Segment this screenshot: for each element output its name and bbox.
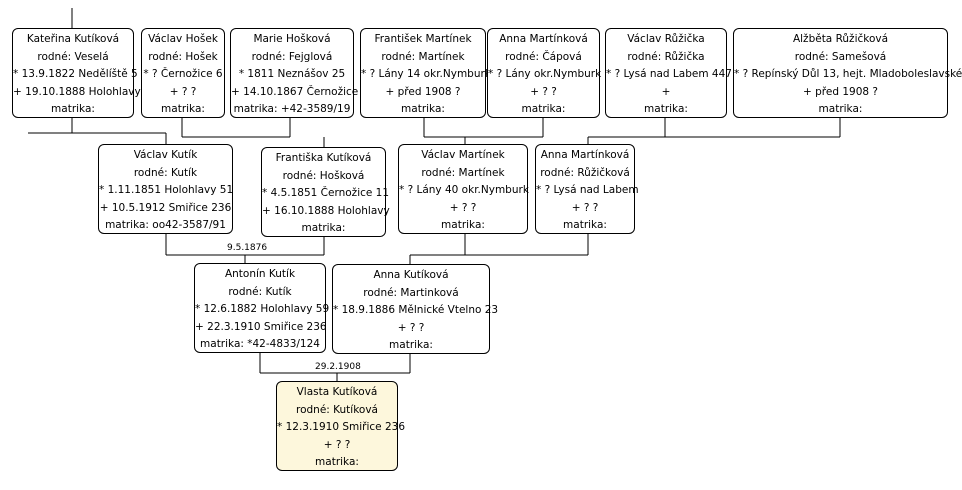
person-birth: * ? Lysá nad Labem [536,184,639,196]
person-birth-name: rodné: Růžička [627,50,705,63]
person-birth-name: rodné: Martínek [421,166,505,179]
person-card-marie-hoskova[interactable]: Marie Hošková rodné: Fejglová * 1811 Nez… [230,28,359,118]
person-birth: * 1.11.1851 Holohlavy 51 [99,184,234,196]
person-birth-name: rodné: Samešová [794,50,887,63]
person-record: matrika: [161,103,205,115]
person-death: + před 1908 ? [385,85,461,98]
person-birth: * ? Lány 14 okr.Nymburk [361,68,491,80]
person-card-anna-martinkova-capova[interactable]: Anna Martínková rodné: Čápová * ? Lány o… [487,28,602,118]
person-name: Václav Martínek [421,149,505,161]
person-birth-name: rodné: Kutíková [296,403,378,416]
person-record: matrika: *42-4833/124 [200,338,320,350]
person-card-vaclav-hosek[interactable]: Václav Hošek rodné: Hošek * ? Černožice … [141,28,225,118]
person-death: + ? ? [449,201,477,214]
person-death: + ? ? [169,85,197,98]
person-birth: * ? Lány 40 okr.Nymburk [399,184,529,196]
person-birth-name: rodné: Růžičková [540,166,630,179]
person-card-anna-kutikova[interactable]: Anna Kutíková rodné: Martinková * 18.9.1… [332,264,499,354]
person-card-alzbeta-ruzickova[interactable]: Alžběta Růžičková rodné: Samešová * ? Re… [733,28,962,118]
person-death: + ? ? [530,85,557,98]
person-name: Václav Hošek [148,33,218,45]
person-name: Kateřina Kutíková [26,33,120,45]
person-record: matrika: [441,219,485,231]
person-birth: * 12.6.1882 Holohlavy 59 [195,303,330,315]
person-death: + 14.10.1867 Černožice [231,85,359,98]
person-birth: * ? Černožice 6 [143,68,223,80]
person-card-vlasta-kutikova[interactable]: Vlasta Kutíková rodné: Kutíková * 12.3.1… [276,381,406,471]
person-card-frantisek-martinek[interactable]: František Martínek rodné: Martínek * ? L… [360,28,491,118]
person-card-frantiska-kutikova[interactable]: Františka Kutíková rodné: Hošková * 4.5.… [261,147,390,237]
person-name: Václav Růžička [627,33,705,45]
person-card-vaclav-ruzicka[interactable]: Václav Růžička rodné: Růžička * ? Lysá n… [605,28,732,118]
person-name: Antonín Kutík [224,268,296,280]
person-death: + ? ? [323,438,351,451]
person-name: Anna Kutíková [373,269,449,281]
person-death: + 16.10.1888 Holohlavy [262,204,390,217]
person-death: + [661,85,671,98]
person-record: matrika: [644,103,688,115]
person-birth: * ? Repínský Důl 13, hejt. Mladoboleslav… [734,68,962,80]
person-name: Anna Martínková [499,33,588,45]
person-card-katerina-kutikova[interactable]: Kateřina Kutíková rodné: Veselá * 13.9.1… [12,28,141,118]
person-card-anna-martinkova-ruzickova[interactable]: Anna Martínková rodné: Růžičková * ? Lys… [535,144,639,234]
person-birth: * 4.5.1851 Černožice 11 [262,187,390,199]
person-birth: * 1811 Neznášov 25 [238,68,346,80]
person-birth: * ? Lysá nad Labem 447 [606,68,732,80]
person-birth: * 18.9.1886 Mělnické Vtelno 23 [333,304,499,316]
person-birth-name: rodné: Martinková [363,286,459,299]
person-record: matrika: [521,103,566,115]
person-card-antonin-kutik[interactable]: Antonín Kutík rodné: Kutík * 12.6.1882 H… [194,263,330,353]
person-record: matrika: [563,219,607,231]
person-record: matrika: [51,103,95,115]
person-record: matrika: [315,456,359,468]
person-birth-name: rodné: Hošková [282,169,365,182]
person-death: + 22.3.1910 Smiřice 236 [195,320,327,333]
person-record: matrika: [301,222,346,234]
person-birth-name: rodné: Fejglová [251,50,333,63]
person-birth-name: rodné: Kutík [228,285,292,298]
person-birth: * 13.9.1822 Nedělíště 5 [13,68,138,80]
marriage-date-kutik-hoskova: 9.5.1876 [227,243,268,253]
person-name: Marie Hošková [253,33,331,45]
person-birth-name: rodné: Kutík [133,166,198,179]
person-death: + před 1908 ? [803,85,878,98]
person-card-vaclav-martinek[interactable]: Václav Martínek rodné: Martínek * ? Lány… [398,144,529,234]
person-name: František Martínek [374,33,472,45]
person-card-vaclav-kutik[interactable]: Václav Kutík rodné: Kutík * 1.11.1851 Ho… [98,144,233,234]
person-name: Vlasta Kutíková [296,386,378,398]
person-name: Alžběta Růžičková [792,33,889,45]
person-record: matrika: [401,103,445,115]
person-birth: * 12.3.1910 Smiřice 236 [277,421,406,433]
person-death: + 19.10.1888 Holohlavy [13,85,141,98]
person-death: + 10.5.1912 Smiřice 236 [99,201,232,214]
person-birth-name: rodné: Čápová [505,50,582,63]
person-birth-name: rodné: Veselá [37,50,109,63]
person-name: Anna Martínková [540,149,630,161]
person-record: matrika: [389,339,433,351]
person-name: Františka Kutíková [275,152,372,164]
marriage-date-kutik-martinkova: 29.2.1908 [315,362,361,372]
person-birth-name: rodné: Martínek [381,50,465,63]
person-record: matrika: oo42-3587/91 [105,219,226,231]
person-death: + ? ? [397,321,425,334]
person-record: matrika: [818,103,863,115]
person-birth: * ? Lány okr.Nymburk [488,68,602,80]
person-death: + ? ? [571,201,599,214]
person-birth-name: rodné: Hošek [148,50,218,63]
person-record: matrika: +42-3589/19 [233,103,351,115]
person-name: Václav Kutík [133,149,198,161]
